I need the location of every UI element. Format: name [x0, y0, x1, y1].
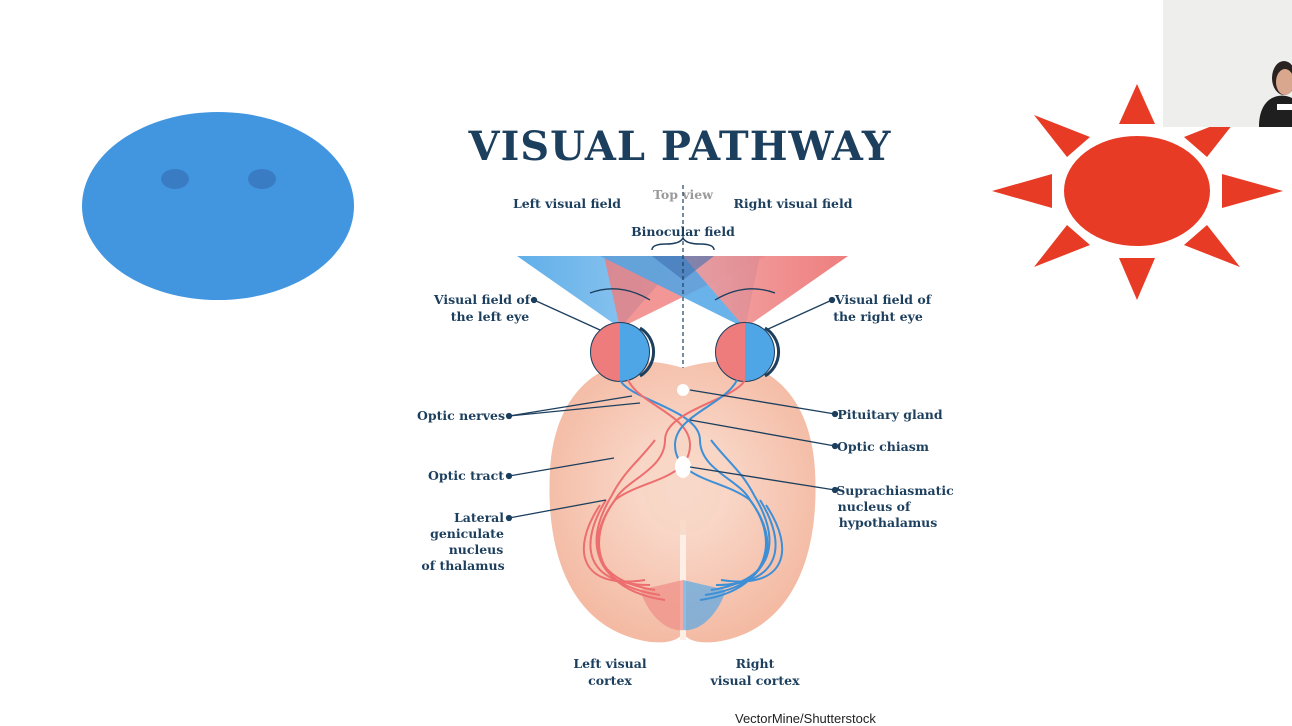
brain-illustration	[549, 361, 816, 643]
scn-dot	[675, 456, 691, 478]
face-icon	[82, 112, 354, 300]
optic-tract-label: Optic tract	[428, 468, 504, 483]
pituitary-label: Pituitary gland	[837, 407, 943, 422]
webcam-presenter	[1163, 0, 1292, 127]
vf-right-eye-line1: Visual field of	[834, 292, 933, 307]
right-eye	[715, 322, 781, 382]
sun-icon	[992, 84, 1283, 300]
lgn-line1: Lateral	[454, 510, 504, 525]
left-callouts	[505, 296, 641, 522]
lgn-line4: of thalamus	[421, 558, 504, 573]
presenter-figure	[1163, 0, 1292, 127]
vf-right-eye-line2: the right eye	[833, 309, 923, 324]
right-visual-field-label: Right visual field	[734, 196, 853, 211]
image-credit: VectorMine/Shutterstock	[735, 711, 876, 726]
pituitary-gland-dot	[677, 384, 689, 396]
vf-left-eye-line2: the left eye	[451, 309, 530, 324]
vf-left-eye-line1: Visual field of	[433, 292, 532, 307]
slide-title: VISUAL PATHWAY	[468, 123, 892, 170]
top-view-label: Top view	[653, 187, 714, 202]
left-visual-field-label: Left visual field	[513, 196, 621, 211]
optic-pathways	[582, 379, 784, 601]
lgn-line2: geniculate	[430, 526, 504, 541]
left-eye	[590, 322, 656, 382]
lgn-line3: nucleus	[449, 542, 504, 557]
optic-nerves-label: Optic nerves	[417, 408, 505, 423]
right-cortex-line1: Right	[736, 656, 775, 671]
visual-fields	[517, 185, 848, 372]
left-cortex-line2: cortex	[588, 673, 632, 688]
right-cortex-line2: visual cortex	[709, 673, 800, 688]
right-callouts	[689, 296, 839, 494]
scn-line2: nucleus of	[838, 499, 912, 514]
left-cortex-line1: Left visual	[573, 656, 646, 671]
chiasm-label: Optic chiasm	[837, 439, 929, 454]
scn-line1: Suprachiasmatic	[836, 483, 954, 498]
scn-line3: hypothalamus	[839, 515, 938, 530]
binocular-field-label: Binocular field	[631, 224, 735, 239]
